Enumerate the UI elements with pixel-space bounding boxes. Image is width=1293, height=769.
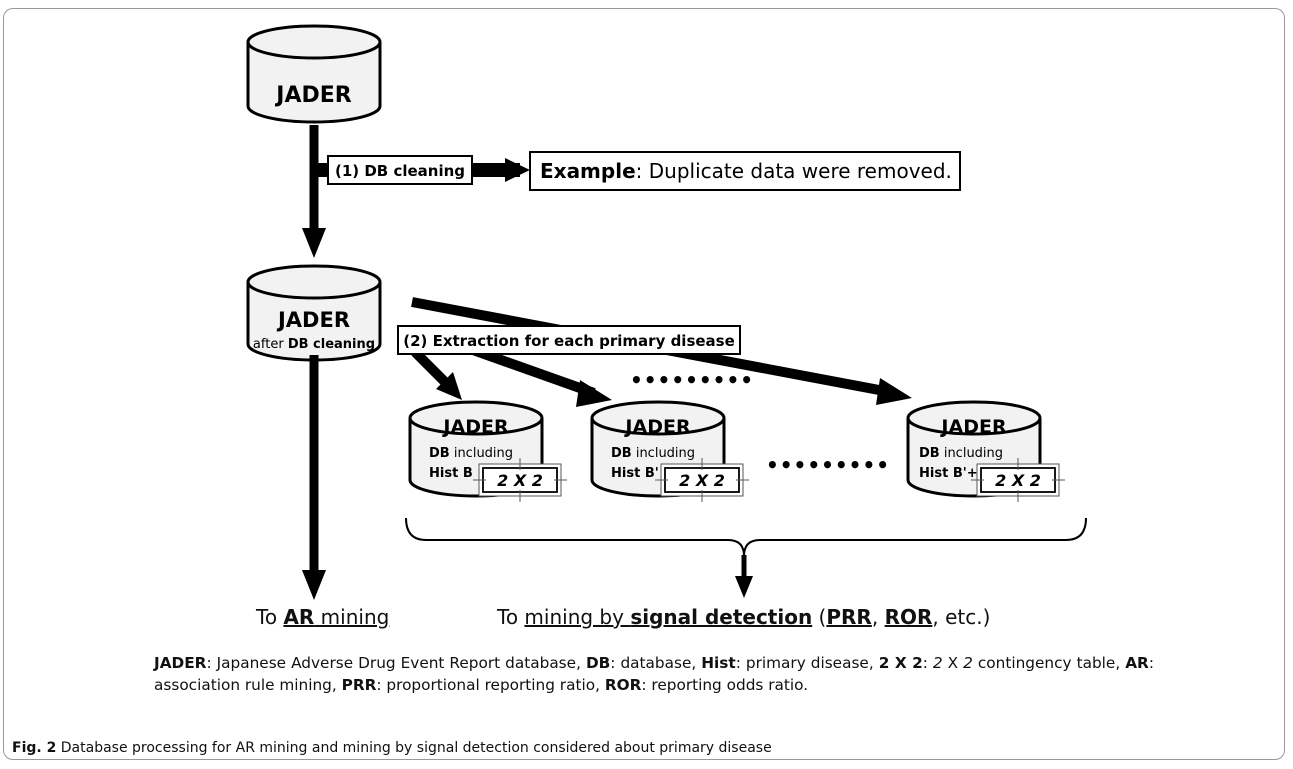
sub-db-2-title: JADER [623, 416, 691, 438]
extraction-box [397, 325, 741, 355]
db-cleaning-box [327, 155, 473, 185]
sub-db-2-line2: Hist B' [611, 466, 659, 481]
contingency-table-1: 2 X 2 [473, 458, 567, 502]
figure-label: Fig. 2 [12, 740, 57, 756]
grouping-brace [405, 517, 1087, 557]
ar-mining-label: To AR mining [256, 605, 390, 629]
arrowhead-to-signal [735, 576, 753, 598]
signal-detection-label: To mining by signal detection (PRR, ROR,… [497, 605, 991, 629]
contingency-table-2: 2 X 2 [655, 458, 749, 502]
example-bold: Example [540, 159, 636, 183]
arrowhead-to-example [505, 158, 530, 182]
arrow-to-db1 [411, 348, 452, 389]
sub-db-3-line1: DB including [919, 446, 1003, 461]
table-2-label: 2 X 2 [679, 471, 725, 490]
abbreviation-legend: JADER: Japanese Adverse Drug Event Repor… [154, 654, 1154, 694]
arrowhead-to-ar-mining [302, 570, 326, 600]
jader-database: JADER [246, 24, 382, 124]
sub-db-3-title: JADER [939, 416, 1007, 438]
figure-frame [3, 8, 1285, 760]
ellipsis-upper: ••••••••• [630, 368, 754, 392]
arrowhead-to-db1 [436, 372, 462, 400]
arrowhead-to-clean-db [302, 228, 326, 258]
jader-db-title: JADER [274, 83, 352, 108]
sub-db-hist-b: JADER DB including Hist B 2 X 2 [408, 400, 567, 502]
example-box [529, 151, 961, 191]
figure-caption: Fig. 2 Database processing for AR mining… [12, 740, 1262, 756]
contingency-table-3: 2 X 2 [971, 458, 1065, 502]
arrowhead-to-db3 [876, 378, 912, 405]
figure-caption-text: Database processing for AR mining and mi… [56, 740, 772, 756]
table-3-label: 2 X 2 [995, 471, 1041, 490]
ellipsis-lower: ••••••••• [766, 453, 890, 477]
clean-db-subtitle: after DB cleaning [253, 337, 375, 352]
sub-db-1-line1: DB including [429, 446, 513, 461]
sub-db-hist-b-prime-plus: JADER DB including Hist B'+ 2 X 2 [906, 400, 1065, 502]
clean-db-title: JADER [276, 308, 350, 332]
example-text: Example: Duplicate data were removed. [540, 159, 952, 183]
db-cleaning-label: (1) DB cleaning [335, 162, 465, 180]
sub-db-hist-b-prime: JADER DB including Hist B' 2 X 2 [590, 400, 749, 502]
table-1-label: 2 X 2 [497, 471, 543, 490]
sub-db-1-line2: Hist B [429, 466, 473, 481]
sub-db-3-line2: Hist B'+ [919, 466, 978, 481]
example-rest: : Duplicate data were removed. [636, 159, 952, 183]
sub-db-1-title: JADER [441, 416, 509, 438]
jader-cleaned-database: JADER after DB cleaning [246, 264, 382, 362]
arrowhead-to-db2 [576, 380, 612, 407]
sub-db-2-line1: DB including [611, 446, 695, 461]
extraction-label: (2) Extraction for each primary disease [403, 332, 735, 350]
